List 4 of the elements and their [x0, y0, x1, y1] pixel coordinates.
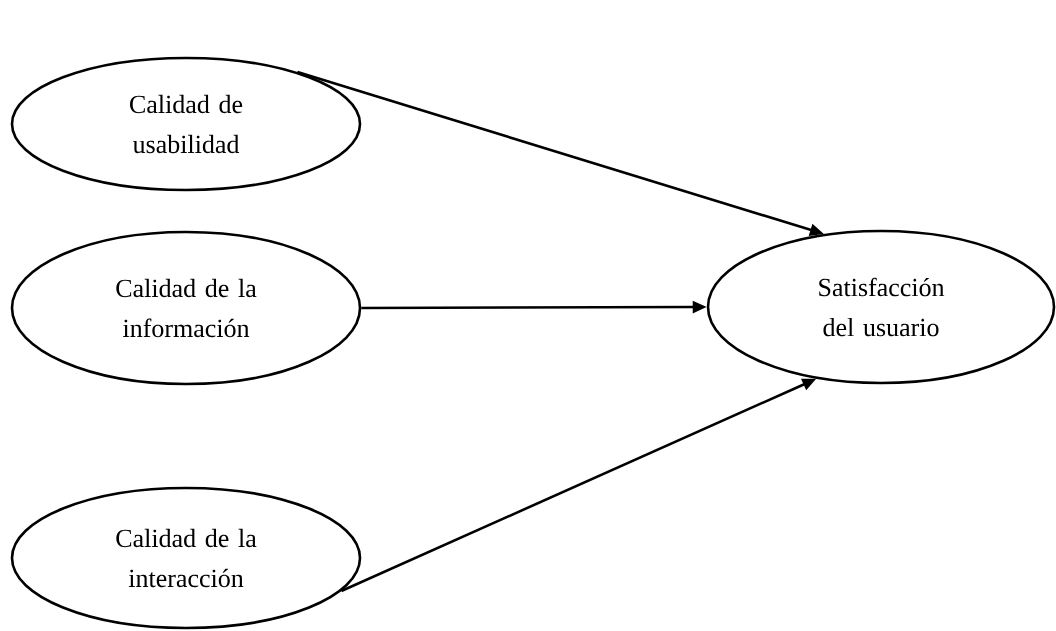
- ellipse-node: Calidad de usabilidad: [10, 56, 362, 192]
- ellipse-node: Satisfacción del usuario: [706, 229, 1056, 385]
- ellipse-node: Calidad de la interacción: [10, 486, 362, 630]
- ellipse-node: Calidad de la información: [10, 230, 362, 386]
